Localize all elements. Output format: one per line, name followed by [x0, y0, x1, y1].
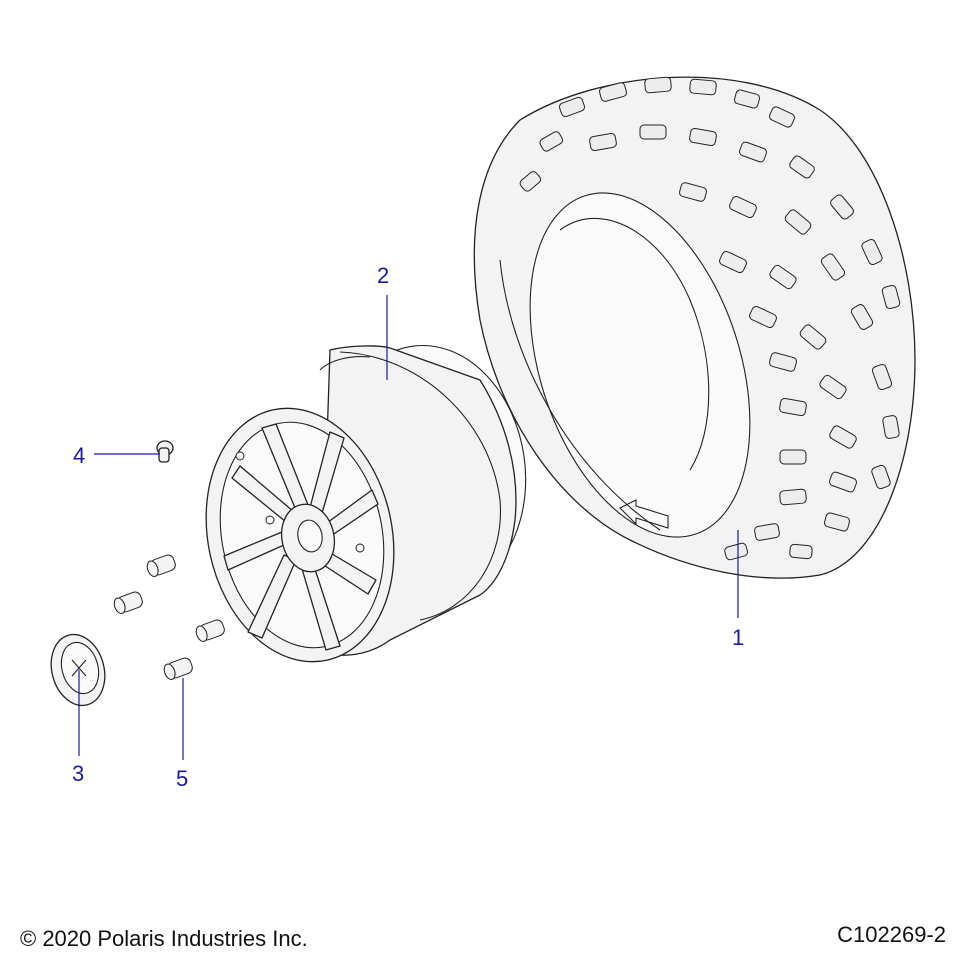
tire-tread [519, 76, 901, 561]
callout-5: 5 [176, 766, 189, 791]
drawing-number: C102269-2 [837, 922, 946, 947]
callout-3: 3 [72, 761, 85, 786]
copyright-text: © 2020 Polaris Industries Inc. [20, 926, 308, 951]
center-cap [50, 633, 106, 707]
callout-4: 4 [73, 443, 86, 468]
wheel-spokes [223, 423, 379, 651]
tire [473, 76, 916, 579]
wheel-rim [205, 344, 527, 663]
valve-stem [156, 440, 174, 463]
lug-nuts [113, 554, 225, 680]
callout-2: 2 [377, 263, 390, 288]
callout-1: 1 [732, 625, 745, 650]
